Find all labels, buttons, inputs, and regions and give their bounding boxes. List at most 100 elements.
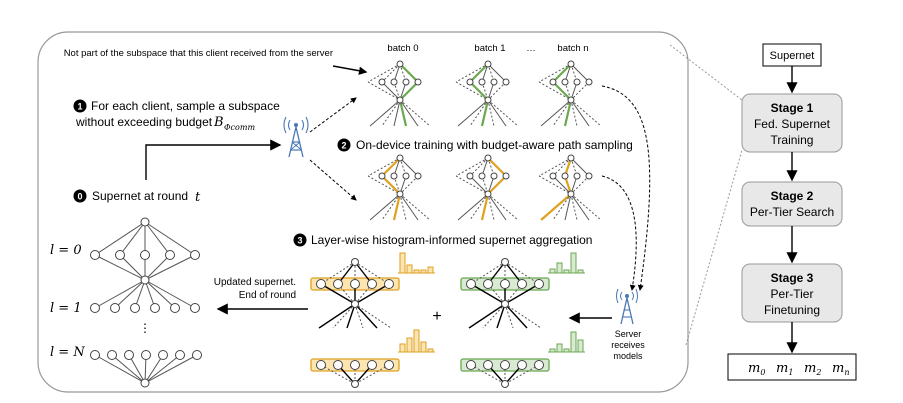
agg-node	[384, 279, 394, 289]
path-edge	[369, 193, 401, 221]
path-edge	[487, 157, 507, 177]
step1-badge	[73, 99, 87, 113]
tree-edge	[119, 221, 146, 256]
tree-edge	[128, 354, 146, 384]
histogram-bar	[399, 343, 406, 353]
client-antenna-icon	[283, 116, 309, 158]
batch-label-n: batch n	[557, 43, 588, 54]
agg-node	[483, 360, 493, 370]
histogram-bar	[406, 337, 413, 353]
path-edge	[487, 175, 507, 195]
path-edge	[399, 81, 419, 101]
tree-node	[141, 350, 151, 360]
agg-node	[501, 258, 509, 266]
agg-node	[517, 360, 527, 370]
path-edge	[570, 193, 590, 221]
path-edge	[487, 193, 495, 221]
tree-node	[107, 350, 117, 360]
path-edge	[570, 157, 578, 177]
tree-node	[175, 350, 185, 360]
agg-node	[350, 360, 360, 370]
tree-edge	[144, 254, 171, 281]
path-node	[484, 154, 492, 162]
step0-badge	[73, 189, 87, 203]
path-node	[414, 78, 422, 86]
server-antenna-icon	[616, 288, 638, 325]
tree-edge	[144, 279, 196, 309]
agg-edge	[468, 303, 506, 329]
path-edge	[381, 157, 401, 177]
agg-node	[517, 279, 527, 289]
agg-edge	[318, 303, 356, 329]
path-edge	[487, 99, 495, 127]
agg-node	[466, 360, 476, 370]
stage2-title: Stage 2	[771, 189, 814, 203]
agg-node	[351, 258, 359, 266]
agg-node	[333, 360, 343, 370]
stage3-title: Stage 3	[771, 271, 814, 285]
tree-node	[124, 350, 134, 360]
stage3-line2: Finetuning	[764, 303, 820, 317]
agg-edge	[504, 283, 540, 305]
path-node	[478, 78, 486, 86]
path-edge	[487, 99, 519, 127]
path-edge	[399, 193, 407, 221]
path-edge	[399, 63, 419, 83]
supernet-label: Supernet	[770, 50, 815, 62]
path-edge	[480, 99, 490, 127]
path-edge	[540, 99, 572, 127]
tree-edge	[144, 254, 196, 281]
path-edge	[393, 175, 401, 195]
tree-node	[140, 378, 150, 388]
arrow-to-batch-row-green	[309, 97, 357, 133]
path-edge	[481, 81, 489, 101]
tree-edge	[94, 221, 146, 256]
stage1-title: Stage 1	[771, 101, 814, 115]
path-edge	[381, 99, 401, 127]
path-node	[502, 78, 510, 86]
path-edge	[392, 193, 402, 221]
agg-node	[466, 279, 476, 289]
path-node	[484, 60, 492, 68]
path-edge	[570, 193, 578, 221]
svg-text:0: 0	[77, 192, 82, 202]
layer-label-0: l = 0	[50, 243, 82, 258]
path-edge	[381, 63, 401, 83]
path-node	[402, 78, 410, 86]
path-edge	[552, 193, 572, 221]
path-node	[567, 96, 575, 104]
path-edge	[563, 99, 573, 127]
histogram-bar	[570, 252, 577, 274]
path-node	[378, 172, 386, 180]
agg-edge	[354, 283, 390, 305]
stage1-line2: Training	[771, 133, 814, 147]
path-edge	[399, 63, 407, 83]
path-node	[490, 172, 498, 180]
tree-node	[90, 250, 100, 260]
agg-node	[316, 360, 326, 370]
tree-edge	[94, 254, 146, 281]
agg-edge	[332, 303, 356, 329]
batch-label-ellipsis: …	[526, 43, 536, 54]
path-node	[549, 78, 557, 86]
path-edge	[398, 99, 408, 127]
tree-node	[130, 303, 140, 313]
path-edge	[399, 157, 419, 177]
budget-subscript: Φcomm	[224, 123, 255, 132]
histogram-bar	[570, 331, 577, 353]
path-node	[414, 172, 422, 180]
note-arrow	[332, 65, 368, 75]
layer-label-n: l = N	[50, 345, 85, 360]
histogram-bar	[413, 329, 420, 353]
agg-node	[351, 380, 359, 388]
tree-node	[90, 350, 100, 360]
agg-node	[333, 279, 343, 289]
agg-node	[534, 279, 544, 289]
tree-edge	[144, 221, 171, 256]
server-line3: models	[613, 351, 643, 361]
agg-node	[350, 279, 360, 289]
budget-symbol: B	[213, 115, 224, 130]
path-edge	[487, 193, 519, 221]
agg-edge	[320, 261, 356, 285]
